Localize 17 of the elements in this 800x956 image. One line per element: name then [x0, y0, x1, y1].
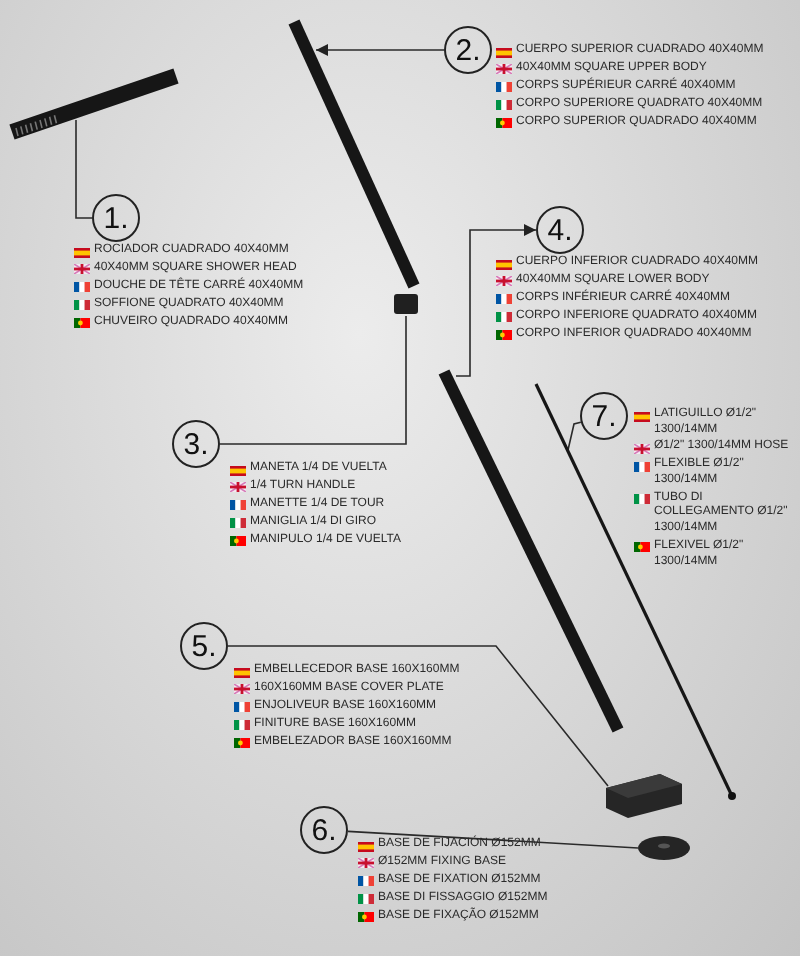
leader-line: [315, 44, 445, 56]
handle-drawing: [392, 292, 420, 316]
leader-line: [567, 421, 582, 451]
leader-line: [75, 119, 93, 219]
callout-number: 4.: [536, 206, 584, 254]
cover-plate-drawing: [604, 772, 684, 820]
callout-number: 5.: [180, 622, 228, 670]
callout-number: 1.: [92, 194, 140, 242]
leader-line: [455, 224, 537, 377]
leader-line: [219, 315, 407, 445]
callout-number: 6.: [300, 806, 348, 854]
callout-number: 2.: [444, 26, 492, 74]
callout-number: 7.: [580, 392, 628, 440]
callout-number: 3.: [172, 420, 220, 468]
fixing-base-drawing: [636, 832, 692, 864]
leader-line: [347, 830, 639, 849]
leader-line: [227, 645, 609, 787]
